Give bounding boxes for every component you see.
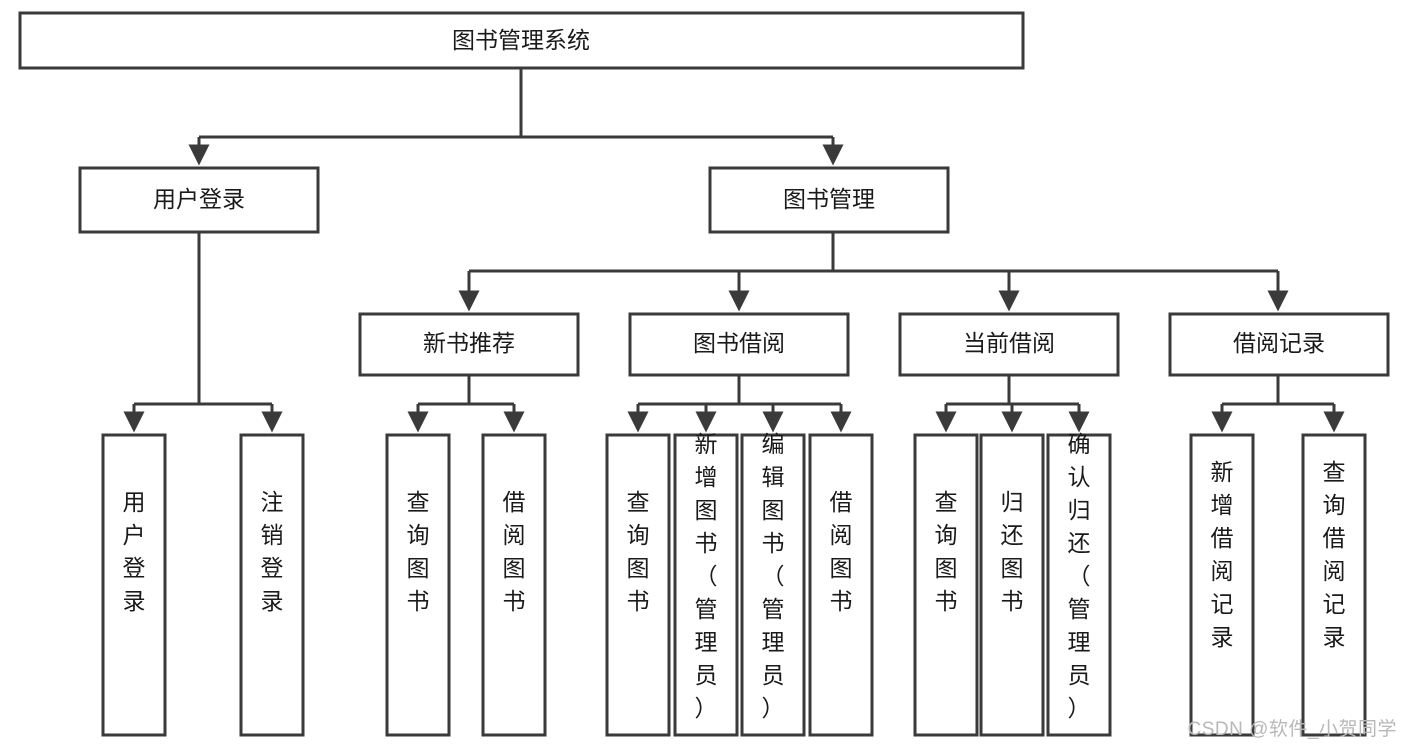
node-leaf-query-book-2-label: 查询图书: [627, 489, 650, 614]
node-leaf-add-record[interactable]: 新增借阅记录: [1189, 433, 1255, 737]
node-leaf-query-record[interactable]: 查询借阅记录: [1301, 433, 1367, 737]
node-leaf-return-book-label: 归还图书: [1001, 489, 1024, 614]
node-leaf-confirm-return[interactable]: 确认归还（管理员）: [1046, 431, 1112, 737]
node-leaf-logout[interactable]: 注销登录: [239, 433, 305, 737]
node-leaf-return-book[interactable]: 归还图书: [979, 433, 1045, 737]
node-new-book-recommend-label: 新书推荐: [423, 330, 515, 356]
node-leaf-add-record-label: 新增借阅记录: [1211, 459, 1234, 650]
node-user-login-label: 用户登录: [153, 186, 245, 212]
connector-root-to-level2: [188, 68, 844, 166]
node-leaf-confirm-return-label: 确认归还（管理员）: [1068, 431, 1091, 721]
node-book-manage[interactable]: 图书管理: [708, 166, 950, 234]
node-leaf-borrow-book-1-label: 借阅图书: [503, 489, 526, 614]
node-book-borrow[interactable]: 图书借阅: [628, 312, 850, 377]
connector-newbook-to-leaves: [407, 375, 525, 433]
node-leaf-query-book-2[interactable]: 查询图书: [605, 433, 671, 737]
node-leaf-user-login[interactable]: 用户登录: [101, 433, 167, 737]
connector-userlogin-to-leaves: [123, 232, 283, 433]
node-leaf-query-book-3[interactable]: 查询图书: [913, 433, 979, 737]
connector-currentborrow-to-leaves: [935, 375, 1090, 433]
node-leaf-query-book-3-label: 查询图书: [935, 489, 958, 614]
node-leaf-query-book-1-label: 查询图书: [407, 489, 430, 614]
node-leaf-borrow-book-1[interactable]: 借阅图书: [481, 433, 547, 737]
node-book-borrow-label: 图书借阅: [693, 330, 785, 356]
node-leaf-query-book-1[interactable]: 查询图书: [385, 433, 451, 737]
node-root-label: 图书管理系统: [452, 27, 590, 53]
node-leaf-edit-book[interactable]: 编辑图书（管理员）: [740, 431, 806, 737]
node-current-borrow[interactable]: 当前借阅: [898, 312, 1120, 377]
connector-bookborrow-to-leaves: [627, 375, 852, 433]
node-leaf-add-book[interactable]: 新增图书（管理员）: [673, 431, 739, 737]
node-leaf-add-book-label: 新增图书（管理员）: [695, 431, 718, 721]
node-borrow-record[interactable]: 借阅记录: [1168, 312, 1390, 377]
node-current-borrow-label: 当前借阅: [963, 330, 1055, 356]
node-leaf-borrow-book-2[interactable]: 借阅图书: [808, 433, 874, 737]
node-leaf-query-record-label: 查询借阅记录: [1323, 459, 1346, 650]
node-leaf-borrow-book-2-label: 借阅图书: [830, 489, 853, 614]
connector-bookmanage-to-level3: [458, 232, 1289, 312]
node-leaf-user-login-label: 用户登录: [123, 489, 146, 614]
node-new-book-recommend[interactable]: 新书推荐: [358, 312, 580, 377]
node-root[interactable]: 图书管理系统: [18, 11, 1025, 70]
connector-borrowrecord-to-leaves: [1211, 375, 1345, 433]
node-leaf-logout-label: 注销登录: [261, 489, 284, 614]
node-book-manage-label: 图书管理: [783, 186, 875, 212]
node-borrow-record-label: 借阅记录: [1233, 330, 1325, 356]
node-user-login[interactable]: 用户登录: [78, 166, 320, 234]
node-leaf-edit-book-label: 编辑图书（管理员）: [762, 431, 785, 721]
